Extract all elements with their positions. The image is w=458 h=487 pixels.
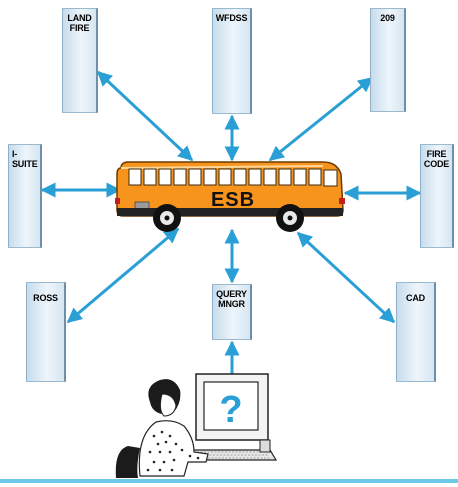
user-at-computer: ? [110, 366, 280, 483]
esb-label: ESB [210, 189, 256, 211]
system-label-isuite: I-SUITE [12, 149, 38, 169]
system-box-querymngr: QUERY MNGR [212, 284, 252, 340]
system-label-ross: ROSS [33, 293, 58, 303]
arrow-cad-esb [296, 231, 396, 324]
system-label-cad: CAD [406, 293, 425, 303]
label-line: FIRE [426, 149, 447, 159]
system-box-landfire: LAND FIRE [62, 8, 98, 113]
system-label-landfire: LAND FIRE [63, 13, 96, 33]
system-box-firecode: FIRE CODE [420, 144, 454, 248]
bus-icon [115, 161, 345, 232]
arrow-ross-esb [66, 227, 180, 324]
label-line: FIRE [69, 23, 90, 33]
system-label-209: 209 [380, 13, 395, 23]
user-computer-icon: ? [115, 373, 278, 478]
system-box-209: 209 [370, 8, 406, 112]
system-label-firecode: FIRE CODE [421, 149, 452, 169]
label-line: LAND [67, 13, 92, 23]
label-line: MNGR [218, 299, 245, 309]
baseline-rule [0, 479, 458, 483]
system-box-wfdss: WFDSS [212, 8, 252, 114]
system-box-cad: CAD [396, 282, 436, 382]
label-line: QUERY [216, 289, 247, 299]
arrow-209-esb [268, 76, 374, 162]
label-line: CODE [423, 159, 450, 169]
system-box-isuite: I-SUITE [8, 144, 42, 248]
arrow-landfire-esb [96, 70, 194, 162]
esb-bus: ESB [115, 160, 345, 232]
system-label-querymngr: QUERY MNGR [213, 289, 250, 309]
system-box-ross: ROSS [26, 282, 66, 382]
system-label-wfdss: WFDSS [215, 13, 248, 23]
question-mark-icon: ? [219, 389, 242, 431]
